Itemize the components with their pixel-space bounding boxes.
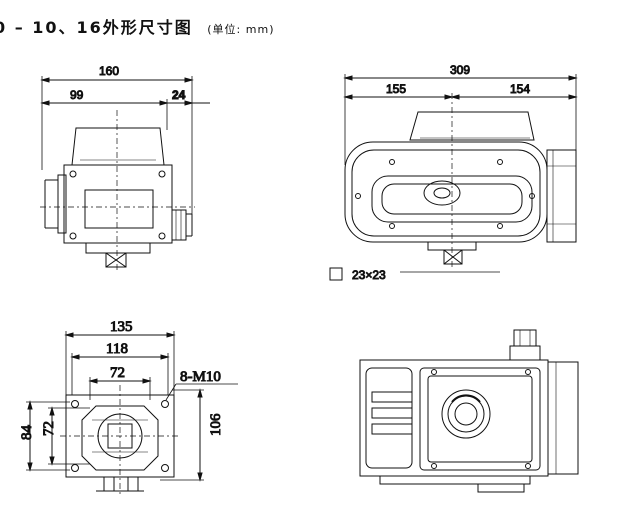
dim-23x23: 23×23: [352, 268, 386, 282]
dim-72-horizontal: 72: [110, 365, 125, 381]
dim-309: 309: [450, 63, 470, 77]
dim-160: 160: [99, 64, 119, 78]
dim-135: 135: [110, 319, 133, 335]
side-view: [360, 330, 578, 492]
dim-155: 155: [386, 82, 406, 96]
dim-24: 24: [172, 88, 186, 102]
dim-154: 154: [510, 82, 530, 96]
dim-106: 106: [208, 413, 224, 436]
dim-84: 84: [19, 425, 35, 441]
flange-view: 135 118 72 8-M10 84: [19, 319, 238, 495]
drawing-header: 0 – 10、16外形尺寸图 (单位: mm): [0, 14, 274, 38]
dim-118: 118: [106, 341, 128, 357]
dim-99: 99: [70, 88, 84, 102]
top-view: 309 155 154: [330, 63, 576, 283]
dim-72-vertical: 72: [41, 421, 57, 436]
dim-8-m10: 8-M10: [180, 369, 221, 385]
front-view: 160 99 24: [40, 64, 210, 272]
drawing-unit: (单位: mm): [207, 23, 275, 36]
drawing-title: 0 – 10、16外形尺寸图: [0, 18, 193, 37]
